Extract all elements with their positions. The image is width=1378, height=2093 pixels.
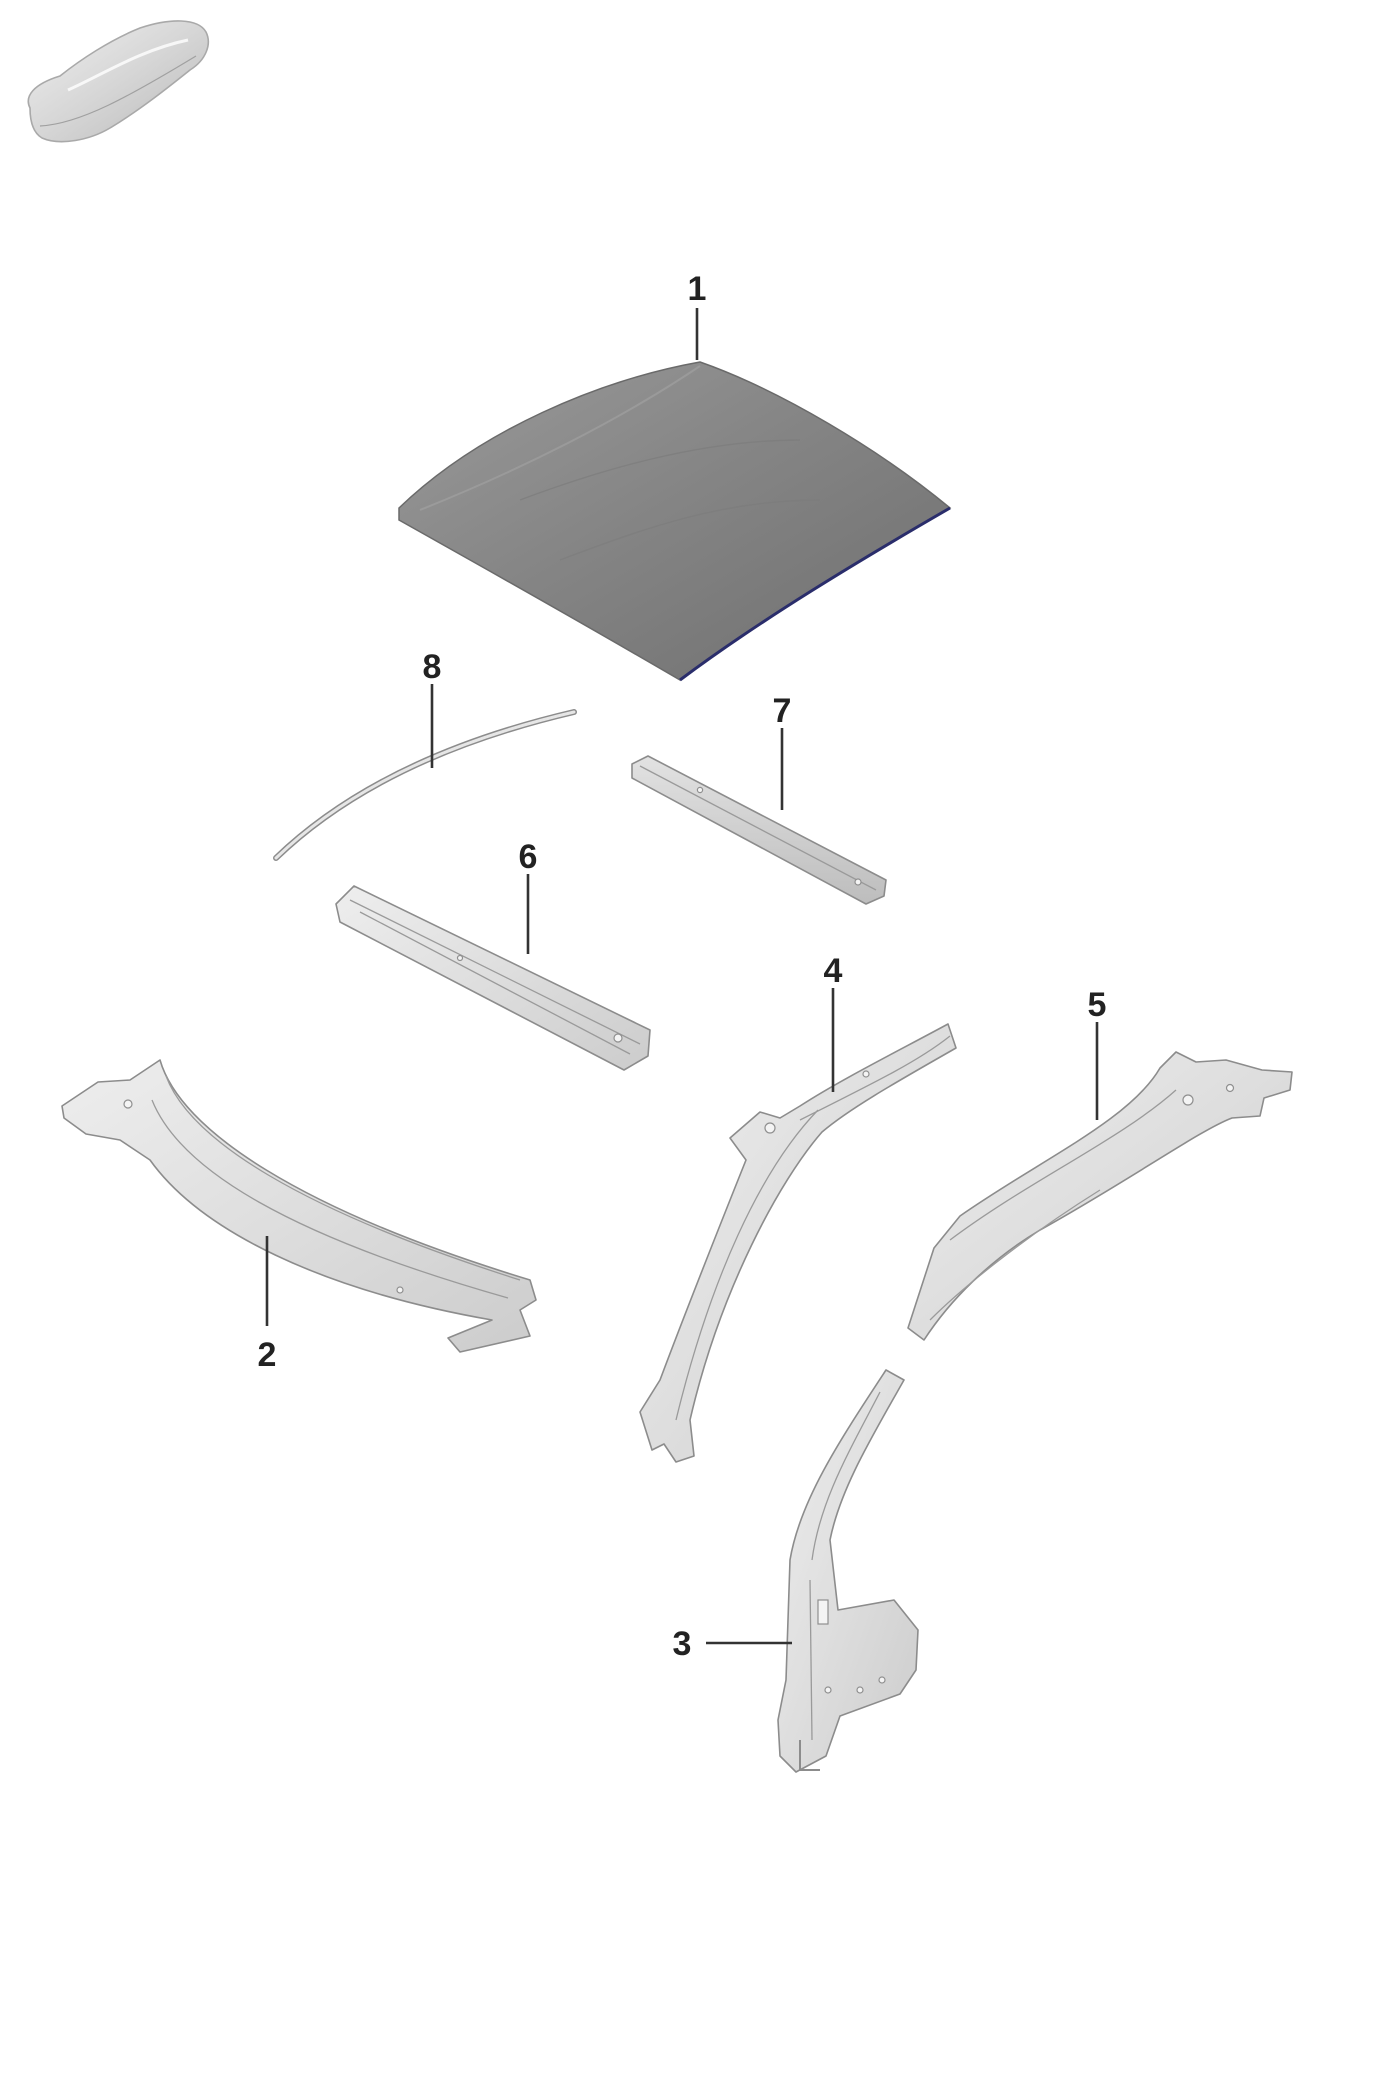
callout-2: 2 (258, 1336, 277, 1374)
b-pillar-lower (777, 1369, 919, 1773)
callout-3: 3 (673, 1625, 692, 1663)
roof-panel (398, 361, 952, 682)
callout-7: 7 (773, 692, 792, 730)
callout-1: 1 (688, 270, 707, 308)
callout-5: 5 (1088, 986, 1107, 1024)
leader-lines (265, 308, 1099, 1645)
callout-numbers: 1 2 3 4 5 6 7 8 (258, 270, 1107, 1663)
callout-8: 8 (423, 648, 442, 686)
roof-bow-front (335, 885, 651, 1071)
windshield-frame-cross-member (61, 1059, 537, 1353)
callout-4: 4 (824, 952, 843, 990)
roof-trim-strip (273, 709, 577, 861)
callout-6: 6 (519, 838, 538, 876)
c-pillar-rail (907, 1051, 1293, 1341)
roof-bow-rear (631, 755, 887, 905)
car-silhouette-icon (27, 20, 210, 143)
a-pillar-inner (639, 1023, 957, 1463)
